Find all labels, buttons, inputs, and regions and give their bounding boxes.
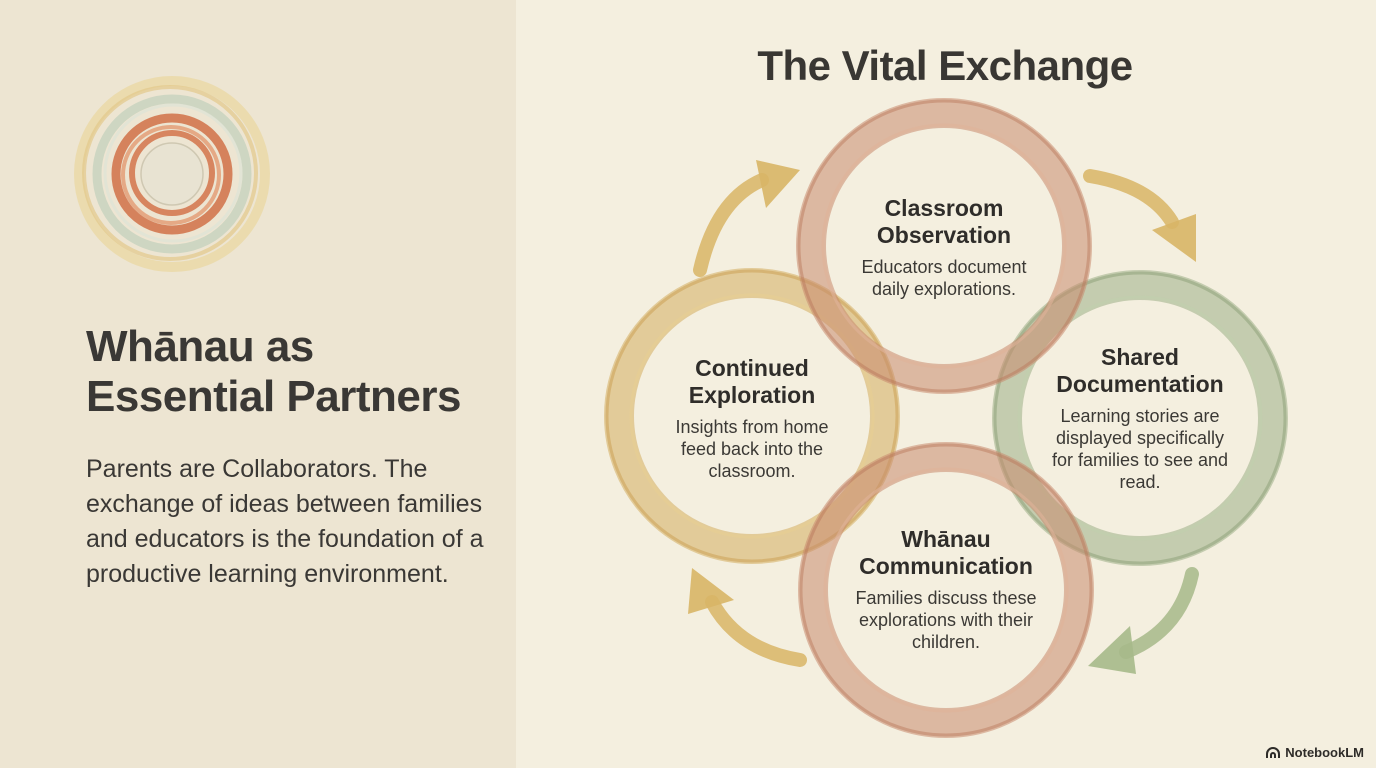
arrow-top-right-icon — [1083, 169, 1196, 262]
node-description: Families discuss these explorations with… — [855, 588, 1037, 652]
ring-bottom — [798, 442, 1094, 738]
node-continued-exploration: Continued Exploration Insights from home… — [662, 355, 842, 482]
node-title-line-1: Continued — [695, 355, 809, 381]
notebooklm-logo-icon — [1266, 746, 1281, 758]
ring-right — [992, 270, 1288, 566]
node-title-line-2: Exploration — [688, 382, 816, 408]
node-title: Classroom Observation — [844, 195, 1044, 249]
node-title: Shared Documentation — [1040, 344, 1240, 398]
node-title-line-2: Observation — [876, 222, 1012, 248]
ring-top — [796, 98, 1092, 394]
page-heading: Whānau as Essential Partners — [86, 322, 506, 422]
diagram-title: The Vital Exchange — [757, 42, 1133, 89]
arrow-bottom-left-icon — [688, 568, 807, 667]
node-title: Continued Exploration — [662, 355, 842, 409]
node-title-line-1: Whānau — [901, 526, 991, 552]
brand-label: NotebookLM — [1285, 745, 1364, 760]
node-title-line-1: Shared — [1101, 344, 1179, 370]
node-title-line-2: Documentation — [1056, 371, 1224, 397]
arrow-top-left-icon — [693, 160, 800, 277]
ring-left — [604, 268, 900, 564]
node-whanau-communication: Whānau Communication Families discuss th… — [846, 526, 1046, 653]
concentric-rings-logo — [74, 76, 270, 272]
node-title-line-1: Classroom — [884, 195, 1004, 221]
node-description: Educators document daily explorations. — [861, 257, 1027, 299]
node-title: Whānau Communication — [846, 526, 1046, 580]
node-classroom-observation: Classroom Observation Educators document… — [844, 195, 1044, 300]
arrow-bottom-right-icon — [1088, 567, 1199, 674]
heading-line-1: Whānau as — [86, 322, 314, 371]
node-shared-documentation: Shared Documentation Learning stories ar… — [1040, 344, 1240, 493]
node-description: Learning stories are displayed specifica… — [1051, 406, 1229, 492]
heading-line-2: Essential Partners — [86, 372, 461, 421]
intro-description: Parents are Collaborators. The exchange … — [86, 455, 484, 588]
node-description: Insights from home feed back into the cl… — [675, 417, 829, 481]
notebooklm-brand: NotebookLM — [1265, 745, 1364, 760]
node-title-line-2: Communication — [859, 553, 1033, 579]
